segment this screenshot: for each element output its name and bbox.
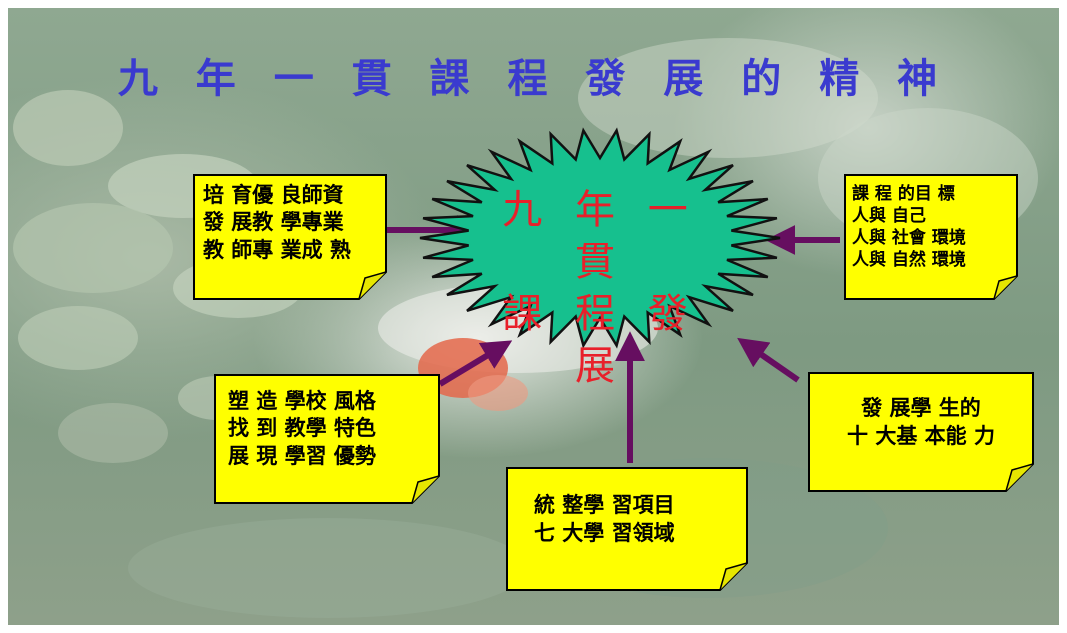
note-line: 教 師專 業成 熟 <box>203 237 351 262</box>
note-line: 課 程 的目 標 <box>852 184 955 204</box>
center-line-2: 課 程 發 展 <box>502 291 698 389</box>
note-line: 培 育優 良師資 <box>203 183 344 207</box>
note-goals: 課 程 的目 標 人與 自己 人與 社會 環境 人與 自然 環境 <box>844 174 1018 300</box>
starburst-shape <box>419 127 781 349</box>
arrow-lower-right <box>737 337 800 383</box>
note-integration: 統 整學 習項目 七 大學 習領域 <box>506 467 748 591</box>
note-line: 統 整學 習項目 <box>534 493 675 517</box>
slide: 九 年 一 貫 課 程 發 展 的 精 神 九 年 一 貫 課 程 發 展 培 … <box>8 8 1059 625</box>
note-school: 塑 造 學校 風格 找 到 教學 特色 展 現 學習 優勢 <box>214 374 440 504</box>
note-abilities: 發 展學 生的 十 大基 本能 力 <box>808 372 1034 492</box>
note-line: 塑 造 學校 風格 <box>228 389 376 413</box>
center-label: 九 年 一 貫 課 程 發 展 <box>470 184 730 392</box>
arrow-lower-left <box>438 340 513 387</box>
note-line: 人與 自己 <box>852 206 926 227</box>
arrows <box>386 215 840 463</box>
note-line: 找 到 教學 特色 <box>228 416 376 441</box>
note-line: 發 展教 學專業 <box>203 210 344 235</box>
center-line-1: 九 年 一 貫 <box>502 187 698 285</box>
note-line: 展 現 學習 優勢 <box>228 443 376 468</box>
note-line: 人與 自然 環境 <box>852 250 966 271</box>
note-line: 人與 社會 環境 <box>852 228 966 249</box>
note-teachers: 培 育優 良師資 發 展教 學專業 教 師專 業成 熟 <box>193 174 387 300</box>
note-line: 發 展學 生的 <box>861 396 981 420</box>
slide-title: 九 年 一 貫 課 程 發 展 的 精 神 <box>117 56 950 102</box>
note-line: 十 大基 本能 力 <box>847 424 995 449</box>
note-line: 七 大學 習領域 <box>534 521 675 546</box>
